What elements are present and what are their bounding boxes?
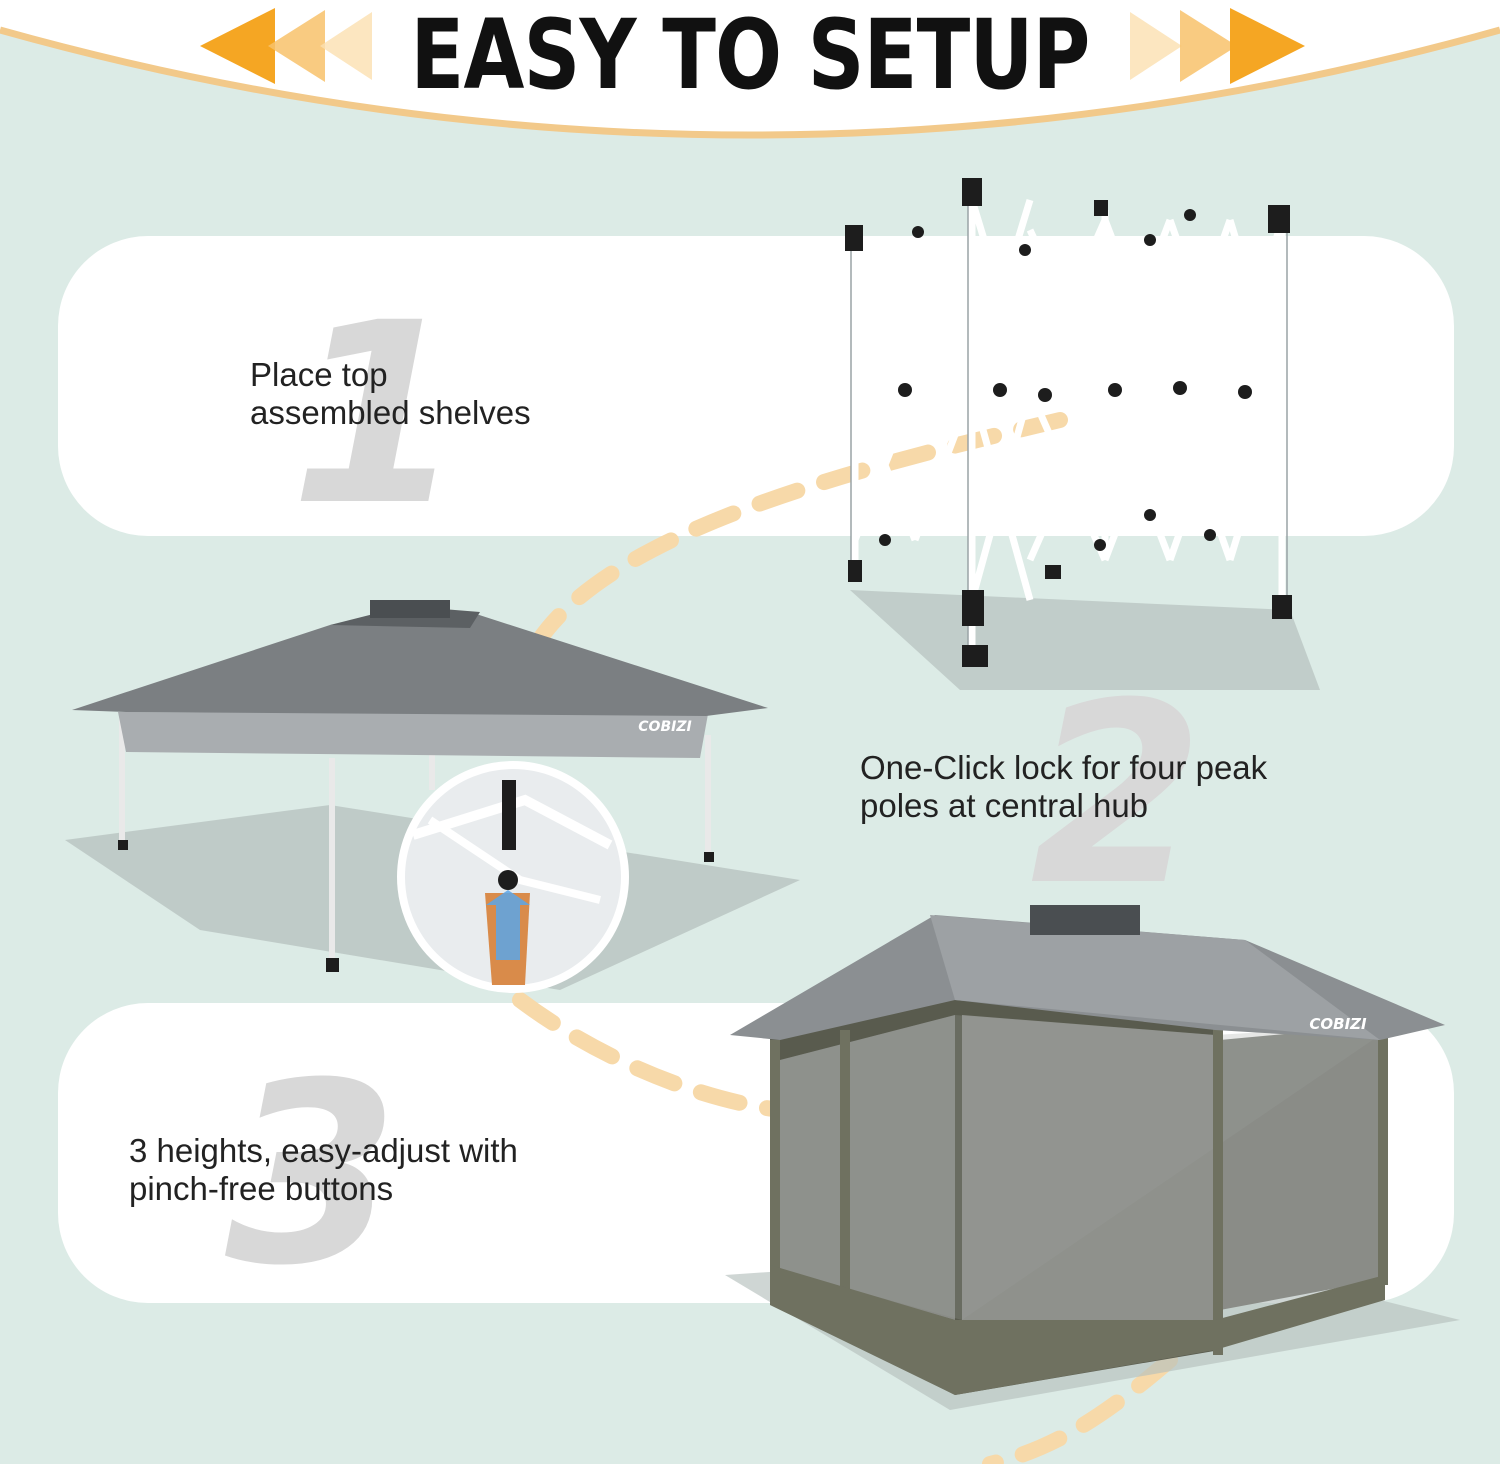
step-1-number: 1 xyxy=(290,269,464,560)
brand-logo-2: COBIZI xyxy=(1309,1015,1367,1033)
step-1-card xyxy=(58,236,1454,536)
step-2-line-1: One-Click lock for four peak xyxy=(860,749,1268,786)
step-3-number: 3 xyxy=(225,1029,399,1320)
hub-lock-zoom xyxy=(397,761,629,993)
step-3-line-2: pinch-free buttons xyxy=(129,1170,394,1207)
gazebo-canopy-illustration: COBIZI xyxy=(72,600,768,972)
step-3-line-1: 3 heights, easy-adjust with xyxy=(129,1132,518,1169)
step-3-text: 3 heights, easy-adjust with pinch-free b… xyxy=(129,1132,518,1208)
step-2-number: 2 xyxy=(1030,649,1204,940)
step-1-line-1: Place top xyxy=(250,356,388,393)
step-1-line-2: assembled shelves xyxy=(250,394,531,431)
frame-shadow xyxy=(850,590,1320,690)
arrow-up-icon xyxy=(486,890,530,960)
step-2-line-2: poles at central hub xyxy=(860,787,1149,824)
frame-joints xyxy=(845,178,1292,667)
netted-gazebo-illustration: COBIZI xyxy=(725,905,1460,1410)
page-title: EASY TO SETUP xyxy=(410,0,1091,111)
folding-frame-illustration xyxy=(851,185,1286,650)
banner-arc xyxy=(0,26,1500,139)
step-2-text: One-Click lock for four peak poles at ce… xyxy=(860,749,1267,825)
header-banner xyxy=(0,0,1500,139)
frame-outline xyxy=(850,185,1288,650)
banner-background xyxy=(0,0,1500,135)
step-1-text: Place top assembled shelves xyxy=(250,356,531,432)
arrows-left-icon xyxy=(200,8,372,84)
arrows-right-icon xyxy=(1130,8,1305,84)
brand-logo: COBIZI xyxy=(638,719,691,735)
